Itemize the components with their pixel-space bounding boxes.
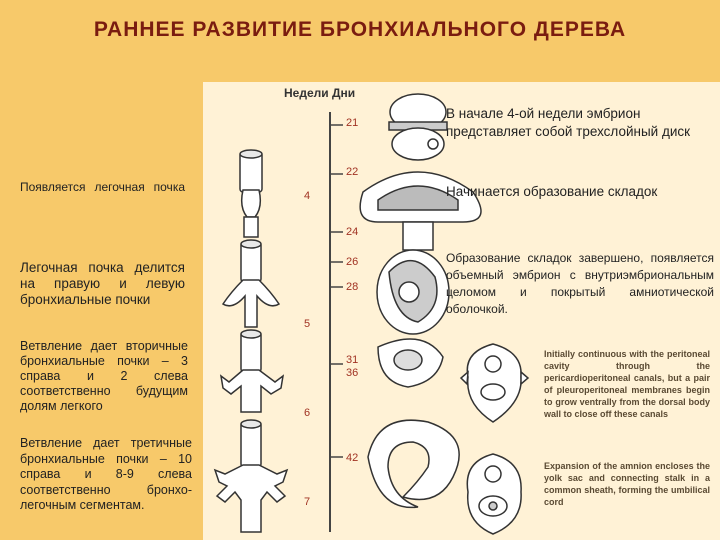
cross-section-1 — [459, 343, 530, 423]
note-amnion-expansion: Expansion of the amnion encloses the yol… — [544, 461, 710, 507]
embryo-disc — [388, 93, 448, 161]
lung-bud-stage-4 — [213, 419, 289, 533]
cross-section-2 — [466, 453, 522, 535]
lung-bud-stage-3 — [219, 329, 285, 413]
lung-bud-stage-2 — [221, 239, 281, 328]
lung-bud-stage-1 — [239, 149, 263, 238]
week-label: 6 — [304, 407, 311, 419]
embryo-curved — [367, 419, 460, 509]
diagram-graphics — [213, 93, 530, 535]
note-trilaminar-disc: В начале 4-ой недели эмбрион представляе… — [446, 106, 691, 139]
note-tertiary-buds: Ветвление дает третичные бронхиальные по… — [20, 436, 192, 512]
embryo-stage-4 — [377, 338, 444, 388]
note-lung-bud: Появляется легочная почка — [20, 180, 185, 194]
note-folding-begins: Начинается образование складок — [446, 184, 658, 199]
embryo-folding — [359, 171, 482, 251]
timeline-ticks — [330, 124, 343, 458]
day-label: 36 — [346, 367, 359, 379]
day-label: 42 — [346, 452, 359, 464]
note-pleuroperitoneal: Initially continuous with the peritoneal… — [544, 349, 710, 419]
week-label: 7 — [304, 496, 311, 508]
page-title: РАННЕЕ РАЗВИТИЕ БРОНХИАЛЬНОГО ДЕРЕВА — [93, 18, 627, 41]
day-label: 24 — [346, 226, 359, 238]
day-label: 31 — [346, 354, 359, 366]
day-label: 22 — [346, 166, 359, 178]
timeline-header: Недели Дни — [284, 86, 356, 100]
day-label: 21 — [346, 117, 359, 129]
embryo-folded — [376, 249, 450, 335]
day-label: 28 — [346, 281, 359, 293]
week-label: 4 — [304, 190, 311, 202]
note-secondary-buds: Ветвление дает вторичные бронхиальные по… — [20, 339, 188, 413]
note-bronchial-buds: Легочная почка делится на правую и левую… — [20, 260, 185, 307]
note-folding-complete: Образование складок завершено, появляетс… — [446, 251, 714, 316]
diagram-panel — [203, 82, 720, 540]
week-label: 5 — [304, 318, 311, 330]
day-label: 26 — [346, 256, 359, 268]
